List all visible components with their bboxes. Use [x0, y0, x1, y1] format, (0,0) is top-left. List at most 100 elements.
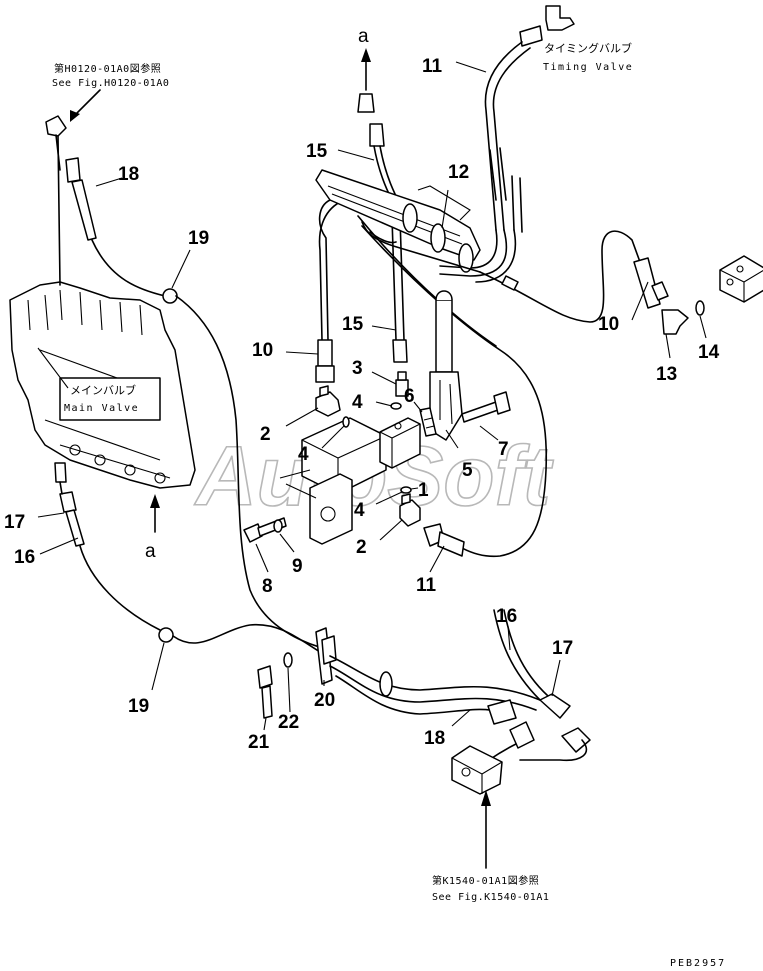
callout-8: 8 [262, 576, 273, 597]
callout-11-top: 11 [422, 56, 443, 77]
leader-15-top [337, 149, 375, 161]
leader-7 [479, 425, 499, 441]
callout-22: 22 [278, 712, 299, 733]
solenoid-5 [429, 290, 463, 441]
callout-14: 14 [698, 342, 720, 363]
callout-10-right: 10 [598, 314, 619, 335]
o-ring-4-c [400, 486, 412, 494]
leader-18-left [95, 177, 123, 187]
fitting-2-upper [315, 385, 341, 417]
elbow-13 [661, 309, 689, 335]
main-valve-label-en: Main Valve [64, 403, 139, 414]
bolt-21 [257, 665, 273, 719]
callout-6: 6 [404, 386, 415, 407]
bracket-20 [315, 627, 337, 685]
fitting-top [357, 93, 375, 113]
callout-16-left: 16 [14, 547, 35, 568]
leader-4-c [375, 491, 403, 505]
hose-18-left [45, 115, 166, 297]
arrow-a-bottom [150, 494, 160, 533]
leader-22 [287, 667, 291, 713]
reference-top-left-jp: 第H0120-01A0図参照 [54, 62, 161, 75]
fitting-3 [395, 371, 409, 397]
connector-block-bottom [451, 721, 591, 795]
timing-valve-label-en: Timing Valve [543, 62, 633, 73]
callout-17-right: 17 [552, 638, 573, 659]
main-valve-leader [37, 347, 69, 389]
leader-9 [279, 533, 295, 553]
callout-19-top: 19 [188, 228, 209, 249]
callout-18-right: 18 [424, 728, 445, 749]
hose-11-lower [423, 523, 465, 557]
center-block [279, 417, 421, 545]
o-ring-14 [695, 300, 705, 316]
callout-1: 1 [418, 480, 429, 501]
arrow-label-top: a [358, 26, 369, 47]
hose-lower-left [172, 623, 326, 656]
leader-6 [413, 401, 423, 413]
callout-5: 5 [462, 460, 473, 481]
leader-4-a [375, 401, 393, 407]
main-valve [9, 281, 196, 489]
arrow-label-bottom: a [145, 541, 156, 562]
leader-4-b [321, 425, 345, 449]
hose-10-center [315, 199, 341, 383]
leader-15-lower [371, 325, 397, 331]
leader-19-bottom [151, 642, 165, 691]
callout-7: 7 [498, 439, 509, 460]
leader-17-left [37, 512, 65, 518]
leader-11-lower [429, 545, 445, 573]
callout-9: 9 [292, 556, 303, 577]
block-right [719, 255, 763, 303]
callout-2-lower: 2 [356, 537, 367, 558]
bolt-7 [461, 391, 511, 423]
clip-19-top [162, 288, 178, 304]
leader-2-upper [285, 407, 319, 427]
leader-11-top [455, 61, 487, 73]
reference-bottom-jp: 第K1540-01A1図参照 [432, 874, 539, 887]
leader-5 [445, 429, 459, 449]
leader-12 [441, 189, 449, 229]
callout-12: 12 [448, 162, 469, 183]
leader-17-right [551, 659, 561, 697]
callout-10-center: 10 [252, 340, 273, 361]
leader-16-right [507, 625, 511, 651]
leader-14 [699, 315, 707, 339]
reference-bottom-en: See Fig.K1540-01A1 [432, 892, 549, 903]
fitting-2-lower [399, 493, 421, 527]
callout-18-left: 18 [118, 164, 139, 185]
callout-4-a: 4 [352, 392, 363, 413]
callout-16-right: 16 [496, 606, 517, 627]
washer-9 [273, 519, 283, 533]
leader-21 [263, 717, 267, 731]
leader-18-right [451, 709, 471, 727]
leader-10-right [631, 281, 649, 321]
timing-valve [519, 5, 575, 47]
callout-20: 20 [314, 690, 335, 711]
bolt-8 [243, 517, 287, 543]
drawing-code: PEB2957 [670, 958, 726, 969]
reference-top-left-en: See Fig.H0120-01A0 [52, 78, 169, 89]
main-valve-label-jp: メインバルブ [70, 383, 136, 397]
hose-bundle-bottom [329, 609, 571, 725]
callout-11-lower: 11 [416, 575, 437, 596]
hose-long-left [175, 295, 331, 651]
callout-15-lower: 15 [342, 314, 364, 335]
callout-3: 3 [352, 358, 363, 379]
callout-4-c: 4 [354, 500, 365, 521]
hose-16-left [54, 462, 161, 631]
callout-21: 21 [248, 732, 270, 753]
leader-8 [255, 543, 269, 573]
callout-4-b: 4 [298, 444, 309, 465]
callout-13: 13 [656, 364, 677, 385]
callout-15-top: 15 [306, 141, 328, 162]
callout-17-left: 17 [4, 512, 25, 533]
leader-13 [665, 333, 671, 359]
clamp-12 [315, 169, 481, 273]
o-ring-4-a [390, 402, 402, 410]
callout-2-upper: 2 [260, 424, 271, 445]
leader-2-lower [379, 519, 403, 541]
clip-19-bottom [158, 627, 174, 643]
leader-3 [371, 371, 397, 385]
